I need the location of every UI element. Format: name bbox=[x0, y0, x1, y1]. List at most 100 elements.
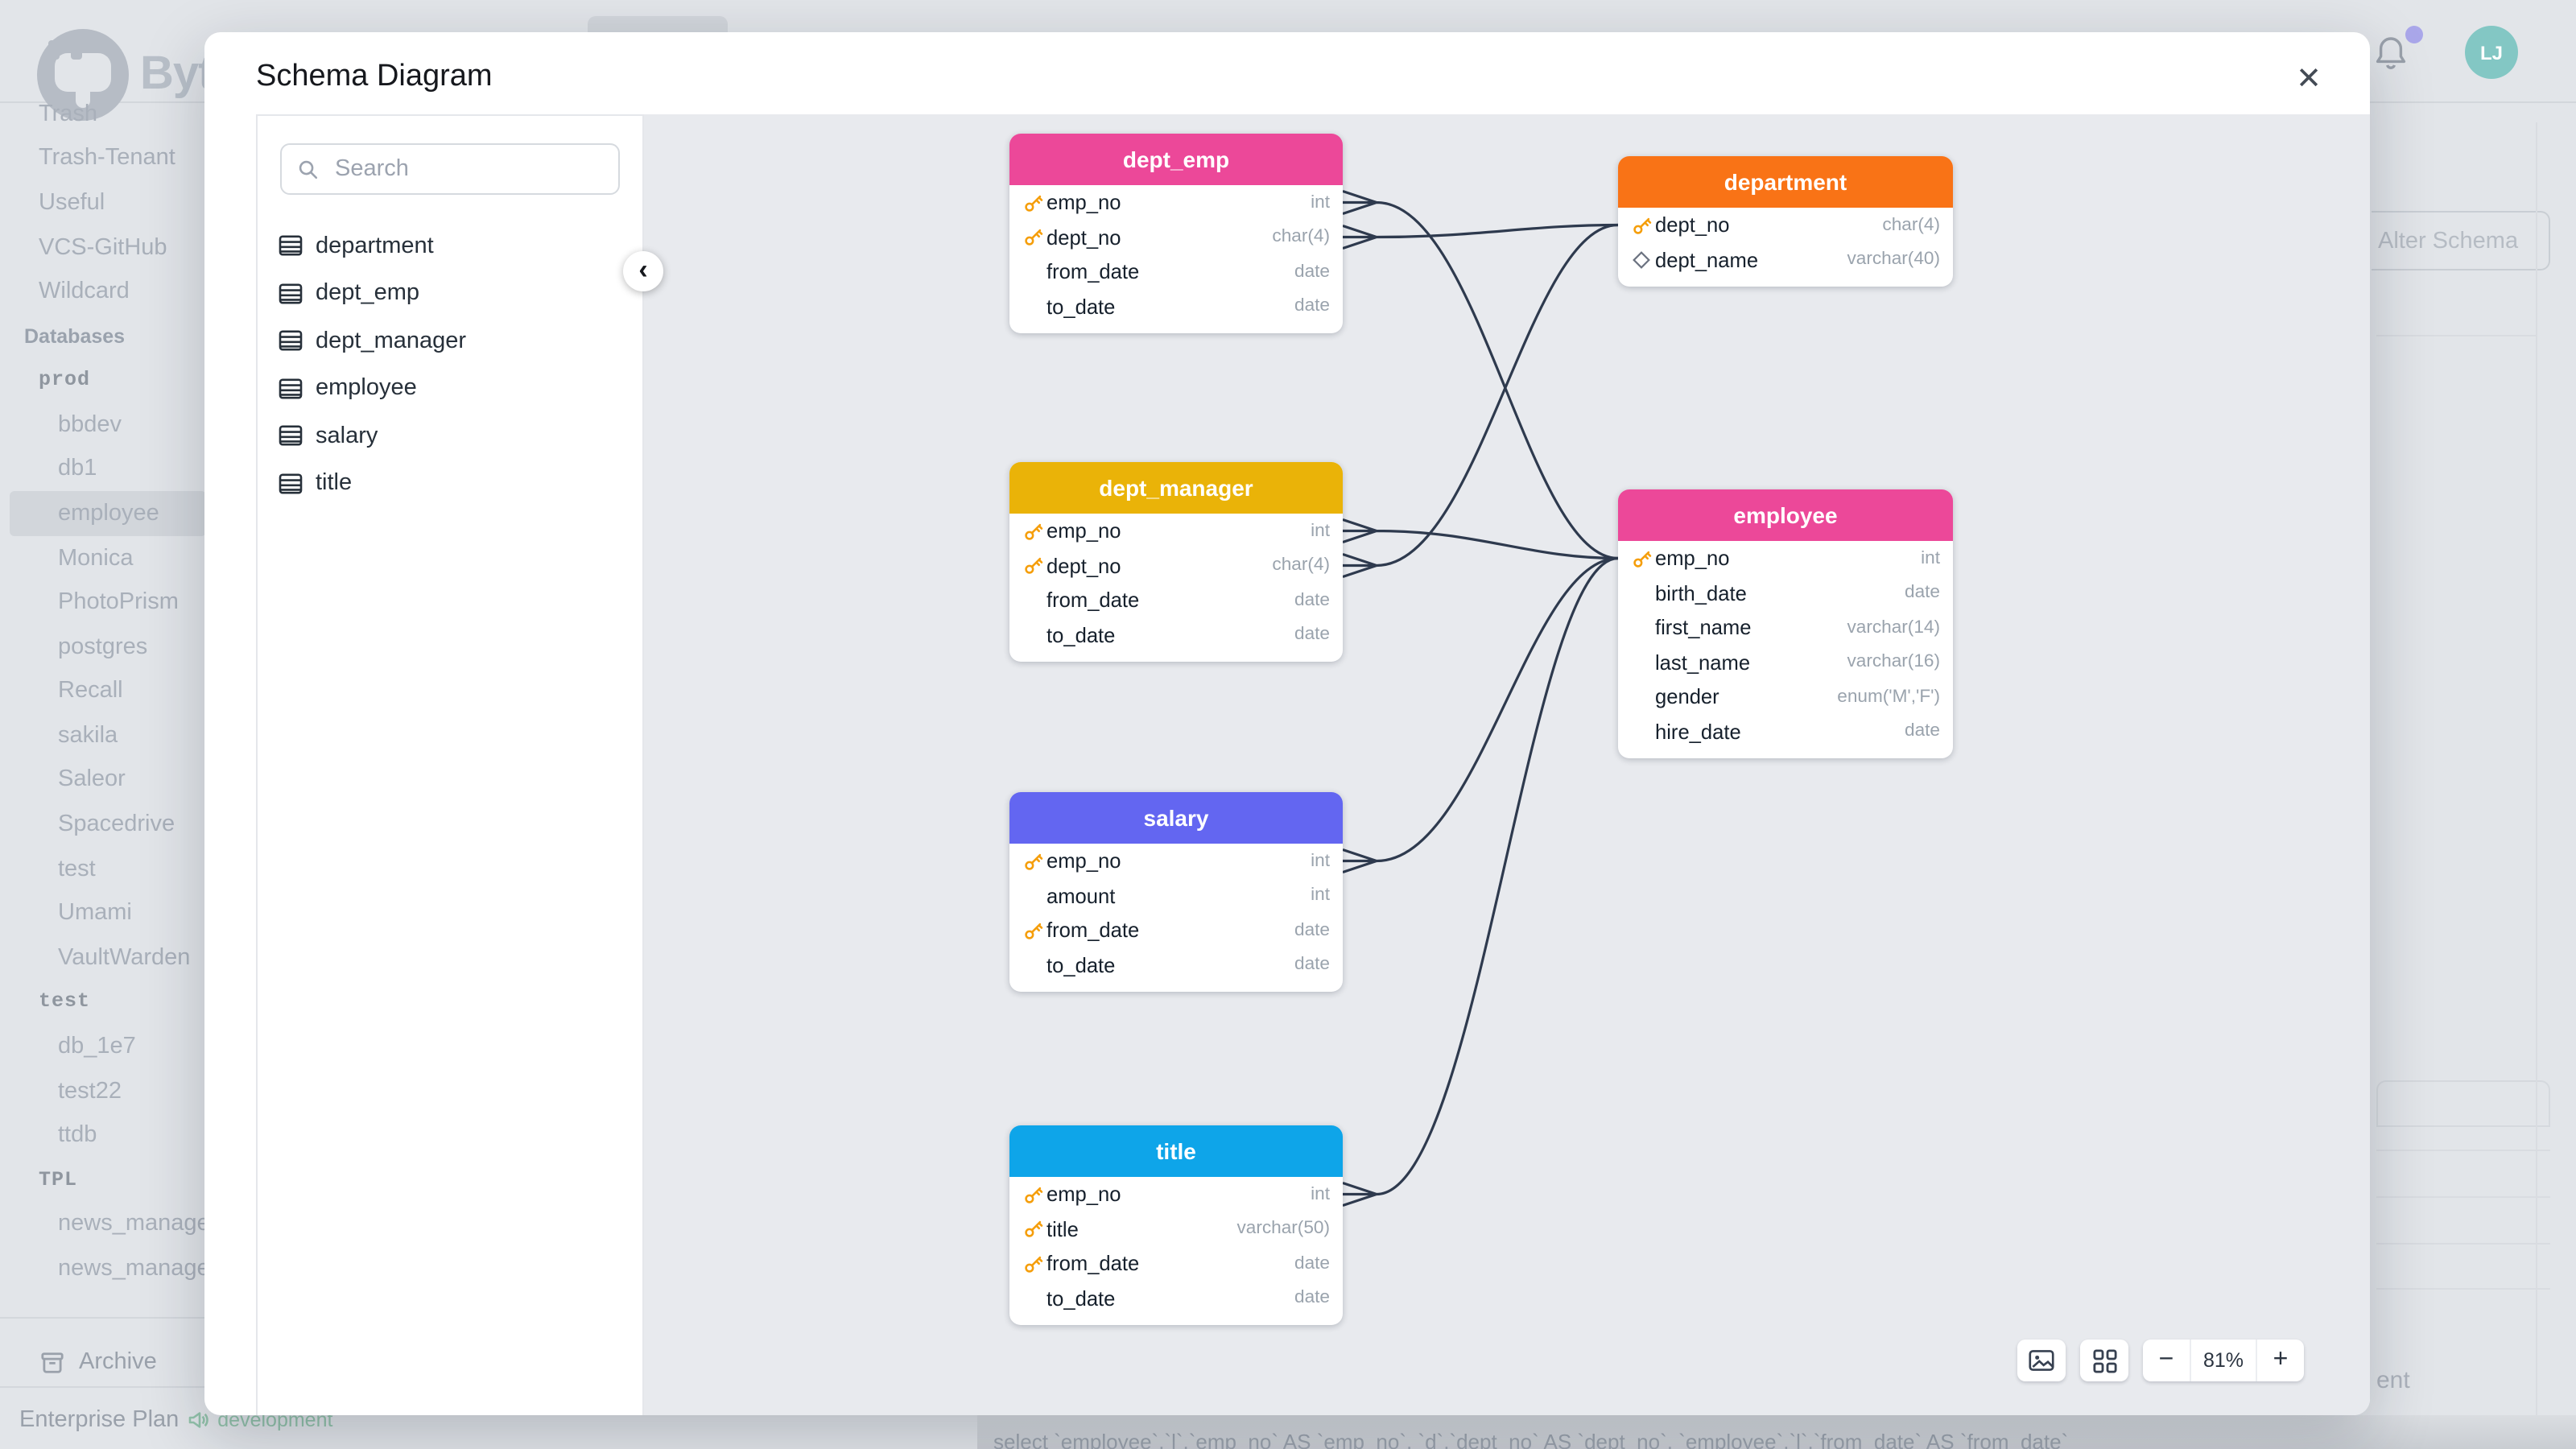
er-table-header: dept_emp bbox=[1009, 134, 1343, 185]
sidebar-item-db_1e7[interactable]: db_1e7 bbox=[58, 1033, 136, 1059]
plan-label: Enterprise Plan bbox=[19, 1407, 180, 1433]
sidebar-item-vcs-github[interactable]: VCS-GitHub bbox=[39, 234, 167, 261]
sidebar-item-trash-tenant[interactable]: Trash-Tenant bbox=[39, 145, 175, 171]
sidebar-item-news_manage[interactable]: news_manage bbox=[58, 1211, 206, 1237]
table-list-item-department[interactable]: department bbox=[258, 222, 642, 270]
primary-key-icon bbox=[1024, 195, 1042, 212]
close-icon[interactable]: ✕ bbox=[2296, 62, 2322, 96]
zoom-out-button[interactable]: − bbox=[2158, 1346, 2174, 1373]
sidebar-group-tpl: TPL bbox=[39, 1168, 78, 1191]
table-list-item-salary[interactable]: salary bbox=[258, 412, 642, 460]
sidebar-group-test: test bbox=[39, 990, 91, 1013]
background-row-line bbox=[2376, 1196, 2550, 1198]
sidebar-item-db1[interactable]: db1 bbox=[58, 456, 97, 482]
table-list-label: dept_emp bbox=[316, 280, 419, 307]
background-row-line bbox=[2376, 1243, 2550, 1245]
relationship-lines bbox=[1342, 189, 1619, 1208]
table-list-item-dept_emp[interactable]: dept_emp bbox=[258, 270, 642, 317]
sidebar-item-umami[interactable]: Umami bbox=[58, 900, 132, 927]
search-box[interactable] bbox=[280, 143, 620, 195]
sidebar-group-prod: prod bbox=[39, 369, 91, 392]
sidebar-item-archive[interactable]: Archive bbox=[0, 1341, 206, 1383]
primary-key-icon bbox=[1024, 923, 1042, 939]
primary-key-icon bbox=[1024, 229, 1042, 246]
table-list-item-dept_manager[interactable]: dept_manager bbox=[258, 317, 642, 365]
table-icon bbox=[279, 283, 303, 303]
sidebar-item-monica[interactable]: Monica bbox=[58, 545, 134, 572]
table-list-label: employee bbox=[316, 375, 417, 402]
sidebar-item-photoprism[interactable]: PhotoPrism bbox=[58, 589, 179, 616]
sidebar-item-wildcard[interactable]: Wildcard bbox=[39, 279, 130, 305]
bytebase-logo-icon bbox=[37, 28, 129, 120]
sidebar-item-postgres[interactable]: postgres bbox=[58, 634, 148, 660]
background-panel-edge bbox=[2376, 1080, 2550, 1127]
primary-key-icon bbox=[1024, 853, 1042, 870]
sidebar-item-news_manage[interactable]: news_manage bbox=[58, 1255, 206, 1282]
zoom-in-button[interactable]: + bbox=[2273, 1346, 2289, 1373]
table-list-label: salary bbox=[316, 423, 378, 449]
table-list-item-title[interactable]: title bbox=[258, 460, 642, 507]
sidebar-item-test[interactable]: test bbox=[58, 856, 96, 882]
sidebar-item-test22[interactable]: test22 bbox=[58, 1078, 122, 1104]
user-avatar[interactable]: LJ bbox=[2465, 26, 2518, 79]
sidebar-item-ttdb[interactable]: ttdb bbox=[58, 1122, 97, 1149]
primary-key-icon bbox=[1024, 523, 1042, 540]
sidebar-item-saleor[interactable]: Saleor bbox=[58, 766, 126, 793]
table-list-label: department bbox=[316, 233, 434, 259]
sql-statement-bar: select `employee`.`l`.`emp_no` AS `emp_n… bbox=[977, 1415, 2576, 1449]
sidebar-item-recall[interactable]: Recall bbox=[58, 678, 123, 704]
sidebar-item-sakila[interactable]: sakila bbox=[58, 722, 118, 749]
primary-key-icon bbox=[1633, 551, 1651, 568]
table-icon bbox=[279, 473, 303, 493]
alter-schema-button[interactable]: Alter Schema bbox=[2372, 211, 2550, 270]
sidebar-item-bbdev[interactable]: bbdev bbox=[58, 411, 122, 438]
sidebar-item-employee[interactable]: employee bbox=[10, 491, 206, 536]
background-partial-text: ent bbox=[2376, 1367, 2410, 1394]
sidebar-item-trash[interactable]: Trash bbox=[39, 101, 98, 127]
primary-key-icon bbox=[1024, 1256, 1042, 1273]
er-table-header: employee bbox=[1618, 489, 1953, 541]
notification-badge bbox=[2405, 26, 2423, 43]
background-row-line bbox=[2376, 335, 2536, 336]
sidebar-section-databases: Databases bbox=[24, 324, 126, 348]
background-row-line bbox=[2376, 1150, 2550, 1151]
sidebar-item-useful[interactable]: Useful bbox=[39, 189, 105, 216]
schema-diagram-modal: Schema Diagram ✕ departmentdept_empdept_… bbox=[204, 32, 2370, 1415]
collapse-panel-button[interactable]: ‹ bbox=[623, 251, 663, 291]
sidebar-item-spacedrive[interactable]: Spacedrive bbox=[58, 811, 175, 838]
export-image-button[interactable] bbox=[2017, 1340, 2066, 1381]
table-list-item-employee[interactable]: employee bbox=[258, 365, 642, 412]
sidebar-item-vaultwarden[interactable]: VaultWarden bbox=[58, 944, 191, 971]
auto-layout-button[interactable] bbox=[2080, 1340, 2128, 1381]
diamond-icon bbox=[1633, 250, 1650, 269]
search-input[interactable] bbox=[332, 155, 602, 184]
table-list-panel: department dept_emp dept_manager employee sa… bbox=[256, 114, 644, 1415]
notification-bell-icon[interactable] bbox=[2373, 34, 2409, 72]
modal-title: Schema Diagram bbox=[256, 60, 493, 93]
table-icon bbox=[279, 331, 303, 351]
zoom-control: − 81% + bbox=[2143, 1340, 2304, 1381]
er-table-header: dept_manager bbox=[1009, 462, 1343, 514]
